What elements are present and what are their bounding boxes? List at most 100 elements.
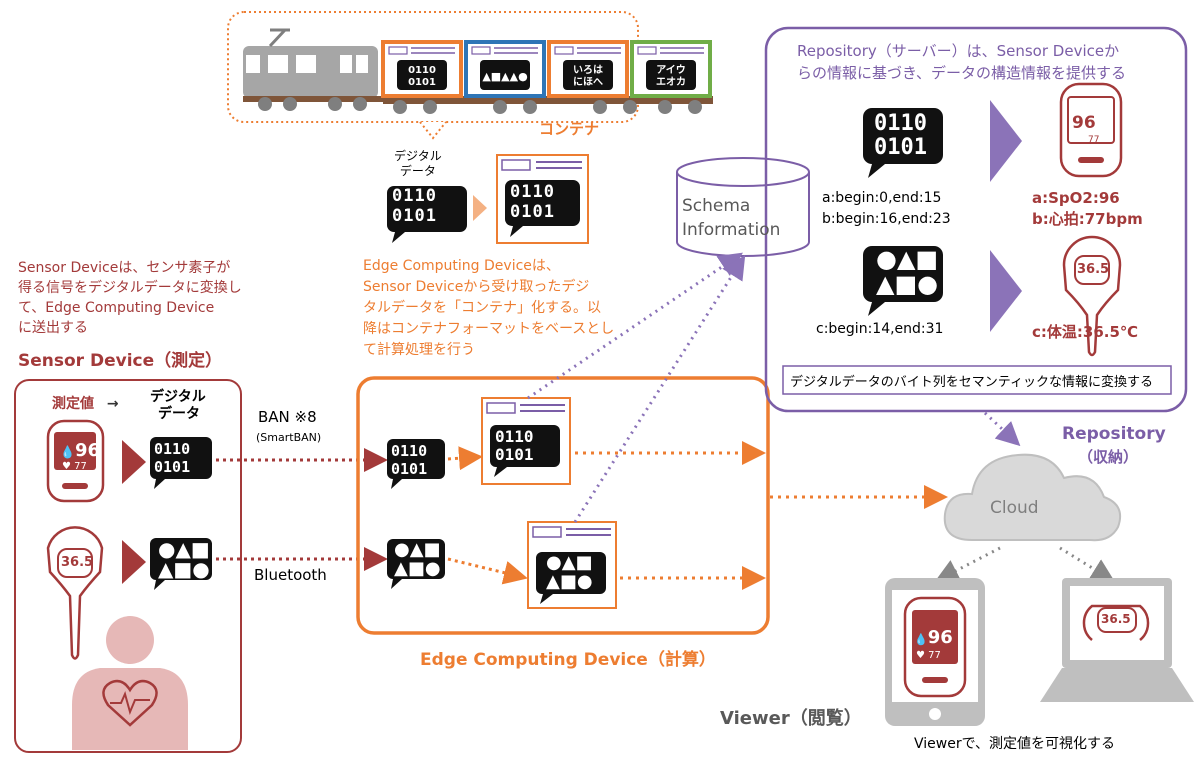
- repo-footer-box: [782, 365, 1172, 395]
- repo-binary-text: 0110 0101: [874, 112, 927, 160]
- cloud-to-laptop-line: [1059, 546, 1116, 583]
- edge-binary-2: 0101: [391, 460, 428, 478]
- repo-thermo-value: 36.5: [1077, 262, 1110, 277]
- oximeter-pulse: ♥ 77: [62, 461, 87, 472]
- intro-binary-line1: 0110: [392, 186, 437, 206]
- repository-title: Repository: [1062, 424, 1166, 444]
- intro-binary-line2: 0101: [392, 206, 437, 226]
- phone-value: 96: [927, 627, 953, 648]
- sensor-desc-line-1: Sensor Deviceは、センサ素子が: [18, 260, 231, 276]
- cloud-to-phone-line: [934, 546, 1001, 582]
- train-container-label: アイウ: [656, 64, 686, 76]
- bluetooth-label: Bluetooth: [254, 566, 327, 584]
- edge-cbin-2: 0101: [495, 445, 534, 464]
- repo-chevron-2-icon: [990, 250, 1022, 332]
- repository-box: [764, 26, 1188, 413]
- repo-chevron-1-icon: [990, 100, 1022, 182]
- intro-binary-text: 0110 0101: [392, 186, 437, 226]
- digital-label-line1: デジタル: [394, 149, 442, 163]
- intro-container-binary-2: 0101: [510, 202, 555, 222]
- repo-bin-1: 0110: [874, 111, 927, 136]
- sensor-title: Sensor Device（測定）: [18, 351, 223, 371]
- train-container-label: 0110: [408, 65, 436, 76]
- result-a: a:SpO2:96: [1032, 189, 1120, 207]
- sensor-binary-1: 0110: [154, 440, 191, 458]
- repo-oximeter-value: 96: [1072, 113, 1096, 133]
- train-bubble-tail: [419, 121, 447, 140]
- schema-database-icon: [676, 157, 810, 257]
- oximeter-value: 96: [74, 440, 101, 461]
- sensor-chevron-2-icon: [122, 540, 146, 584]
- schema-label: Schema Information: [682, 194, 780, 242]
- edge-flow-2: [447, 557, 528, 585]
- edge-description: Edge Computing Deviceは、 Sensor Deviceから受け…: [363, 256, 614, 361]
- oximeter-pulse-value: 77: [74, 461, 87, 472]
- map-a: a:begin:0,end:15: [822, 190, 942, 206]
- convert-chevron-icon: [473, 195, 487, 221]
- thermo-reading: 36.5: [61, 555, 94, 570]
- sensor-binary-2: 0101: [154, 458, 191, 476]
- thermometer-icon: [46, 526, 104, 660]
- edge-binary-text: 0110 0101: [391, 442, 427, 478]
- edge-desc-line-1: Edge Computing Deviceは、: [363, 258, 560, 274]
- intro-container-binary-1: 0110: [510, 182, 555, 202]
- map-c: c:begin:14,end:31: [816, 321, 944, 337]
- oximeter-reading: 💧96: [60, 440, 101, 461]
- repo-mapping-ab: a:begin:0,end:15 b:begin:16,end:23: [822, 188, 951, 230]
- laptop-reading: 36.5: [1101, 612, 1131, 626]
- sensor-desc-line-3: て、Edge Computing Device: [18, 300, 215, 316]
- sensor-shape-bubble-icon: [150, 538, 212, 590]
- measured-label: 測定値: [52, 396, 94, 412]
- digital-header-1: デジタル: [150, 389, 206, 405]
- edge-binary-bubble-icon: [387, 439, 445, 489]
- repo-footer-text: デジタルデータのバイト列をセマンティックな情報に変換する: [790, 375, 1153, 390]
- locomotive-icon: [243, 28, 393, 111]
- phone-icon: [885, 578, 985, 726]
- edge-intro-container-icon: [496, 154, 589, 244]
- oximeter-icon: [46, 419, 105, 503]
- repo-desc-line-1: Repository（サーバー）は、Sensor Deviceか: [797, 42, 1120, 60]
- phone-reading: 💧96: [914, 627, 953, 648]
- sensor-desc-line-4: に送出する: [18, 320, 88, 336]
- sensor-desc-line-2: 得る信号をデジタルデータに変換し: [18, 280, 242, 296]
- repo-binary-bubble-icon: [863, 108, 943, 178]
- edge-title: Edge Computing Device（計算）: [420, 650, 716, 670]
- ban-label: BAN ※8: [258, 408, 317, 426]
- repo-desc-line-2: らの情報に基づき、データの構造情報を提供する: [797, 64, 1126, 82]
- repo-bin-2: 0101: [874, 135, 927, 160]
- schema-line1: Schema: [682, 196, 751, 216]
- map-b: b:begin:16,end:23: [822, 211, 951, 227]
- schema-link-1: [527, 252, 743, 400]
- train-container-label: エオカ: [656, 76, 686, 88]
- intro-container-binary: 0110 0101: [510, 182, 555, 222]
- digital-data-label: デジタル データ: [394, 149, 442, 179]
- viewer-description: Viewerで、測定値を可視化する: [914, 736, 1116, 752]
- train-container-label: にほへ: [573, 76, 603, 88]
- edge-desc-line-2: Sensor Deviceから受け取ったデジ: [363, 279, 590, 295]
- sensor-binary-text: 0110 0101: [154, 440, 190, 476]
- cloud-label: Cloud: [990, 498, 1039, 518]
- train-container-2: ▲■▲▲●: [464, 40, 546, 98]
- digital-header-2: データ: [158, 406, 200, 422]
- sensor-binary-bubble-icon: [150, 437, 212, 489]
- schema-link-2: [573, 254, 746, 523]
- schema-line2: Information: [682, 220, 781, 240]
- repo-shape-bubble-icon: [863, 246, 943, 316]
- repo-thermometer-icon: [1062, 235, 1122, 357]
- edge-shape-bubble-icon: [387, 539, 445, 589]
- repo-oximeter-pulse: 77: [1088, 135, 1100, 145]
- edge-box: [356, 376, 770, 635]
- measured-arrow: →: [106, 396, 119, 412]
- laptop-icon: [1040, 578, 1194, 702]
- sensor-shapes: ●▲■▲■●: [158, 537, 210, 581]
- train-container-label: 0101: [408, 77, 436, 88]
- edge-container-1-icon: [481, 397, 571, 485]
- edge-binary-1: 0110: [391, 442, 428, 460]
- edge-container-2-icon: [527, 521, 617, 609]
- edge-shapes-1: ●▲■▲■●: [394, 539, 441, 579]
- edge-desc-line-5: て計算処理を行う: [363, 342, 475, 358]
- sensor-box: [14, 379, 242, 753]
